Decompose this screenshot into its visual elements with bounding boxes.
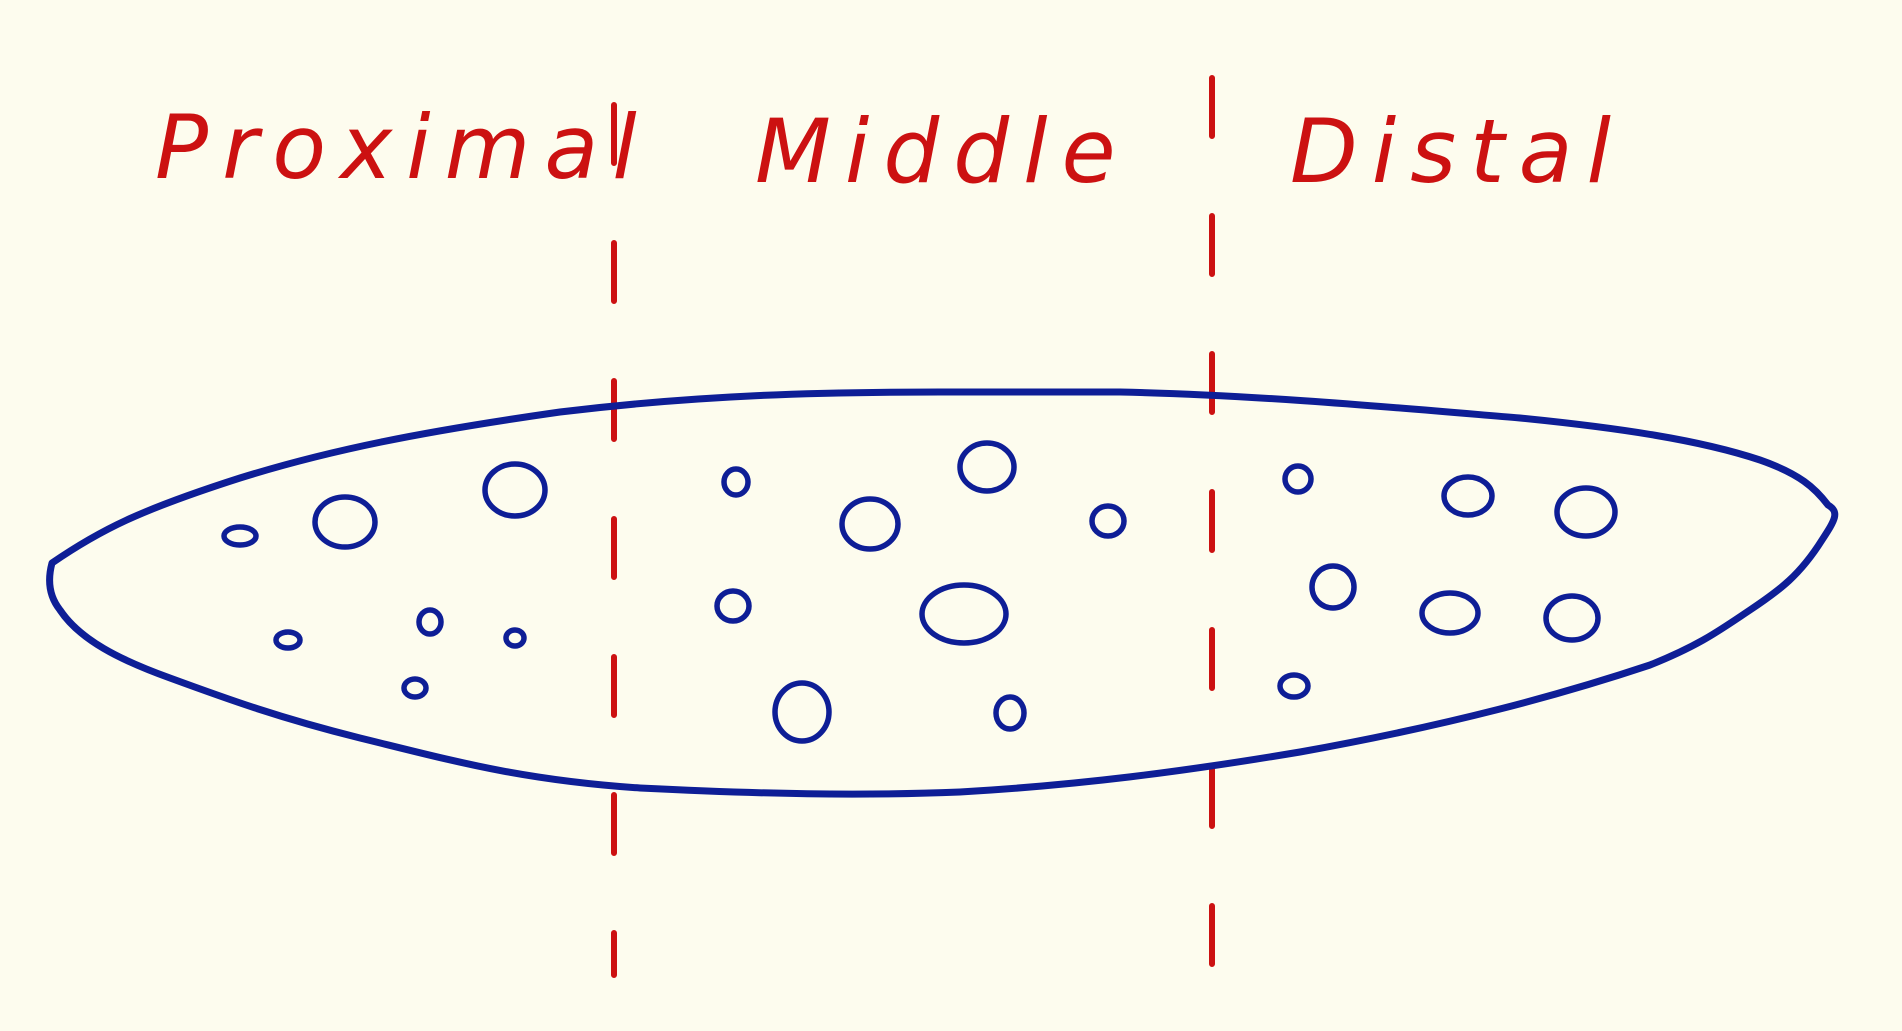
circle-m4 bbox=[1089, 503, 1127, 539]
circle-p4 bbox=[273, 629, 303, 651]
circle-p1 bbox=[221, 524, 259, 548]
circle-m7 bbox=[772, 680, 832, 744]
elongated-outline bbox=[46, 388, 1839, 798]
circle-d6 bbox=[1543, 593, 1601, 643]
circle-m1 bbox=[721, 466, 751, 498]
circle-d3 bbox=[1554, 485, 1618, 539]
circle-m8 bbox=[993, 694, 1027, 732]
circle-d4 bbox=[1309, 563, 1357, 611]
circle-p6 bbox=[503, 627, 527, 649]
circle-p3 bbox=[482, 461, 548, 519]
circle-m3 bbox=[839, 496, 901, 552]
label-proximal: Proximal bbox=[155, 96, 651, 199]
circle-p2 bbox=[312, 494, 378, 550]
circle-d5 bbox=[1419, 590, 1481, 636]
circle-m5 bbox=[714, 588, 752, 624]
label-distal: Distal bbox=[1290, 100, 1625, 203]
circle-d1 bbox=[1282, 463, 1314, 495]
circle-m6 bbox=[919, 582, 1009, 646]
circle-m2 bbox=[957, 440, 1017, 494]
circle-p7 bbox=[401, 676, 429, 700]
label-middle: Middle bbox=[755, 100, 1130, 203]
circle-d2 bbox=[1441, 474, 1495, 518]
circle-p5 bbox=[416, 607, 444, 637]
circle-d7 bbox=[1277, 672, 1311, 700]
